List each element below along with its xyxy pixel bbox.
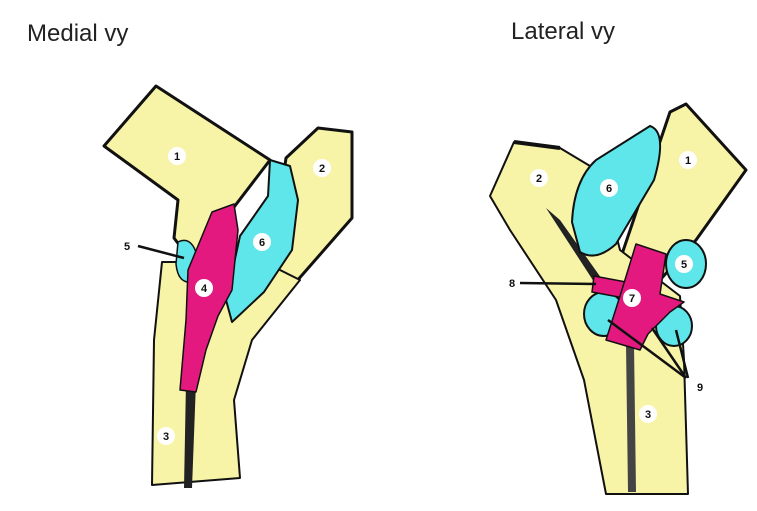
lateral-label-2: 2 [530,169,548,187]
lateral-label-9: 9 [697,382,703,394]
lateral-leader-9b [650,327,688,379]
medial-label-3-text: 3 [163,431,169,443]
medial-label-4: 4 [195,279,213,297]
medial-view: 1 2 3 4 5 6 [102,84,354,488]
medial-label-3: 3 [157,427,175,445]
medial-label-1: 1 [168,147,186,165]
medial-label-5-text: 5 [124,241,130,253]
medial-leader-5 [137,244,185,260]
medial-label-5: 5 [124,241,130,253]
lateral-leader-9a [607,318,687,380]
lateral-label-2-text: 2 [536,173,542,185]
lateral-label-5-text: 5 [681,259,687,271]
lateral-label-8-text: 8 [509,278,515,290]
lateral-label-3-text: 3 [645,409,651,421]
lateral-ligament-7 [605,243,685,351]
lateral-label-1: 1 [679,151,697,169]
medial-groove [184,382,196,488]
lateral-groove-lower [626,344,636,492]
medial-label-2-text: 2 [319,163,325,175]
medial-label-6: 6 [253,233,271,251]
medial-ligament-4 [179,203,239,393]
lateral-label-5: 5 [675,255,693,273]
lateral-label-6-text: 6 [606,183,612,195]
medial-label-1-text: 1 [174,151,180,163]
lateral-label-3: 3 [639,405,657,423]
lateral-view: 2 6 1 5 8 7 9 3 [489,102,748,495]
lateral-bone-2-edge [513,140,561,150]
lateral-label-9-text: 9 [697,382,703,394]
medial-label-6-text: 6 [259,237,265,249]
lateral-label-6: 6 [600,179,618,197]
medial-label-2: 2 [313,159,331,177]
lateral-leader-8 [519,281,597,286]
lateral-label-1-text: 1 [685,155,691,167]
lateral-view-title: Lateral vy [511,18,616,45]
lateral-label-7: 7 [623,289,641,307]
lateral-label-8: 8 [509,278,515,290]
lateral-label-7-text: 7 [629,293,635,305]
lateral-groove [546,208,604,288]
medial-label-4-text: 4 [201,283,208,295]
lateral-leader-9c [674,329,690,379]
medial-view-title: Medial vy [27,20,129,47]
